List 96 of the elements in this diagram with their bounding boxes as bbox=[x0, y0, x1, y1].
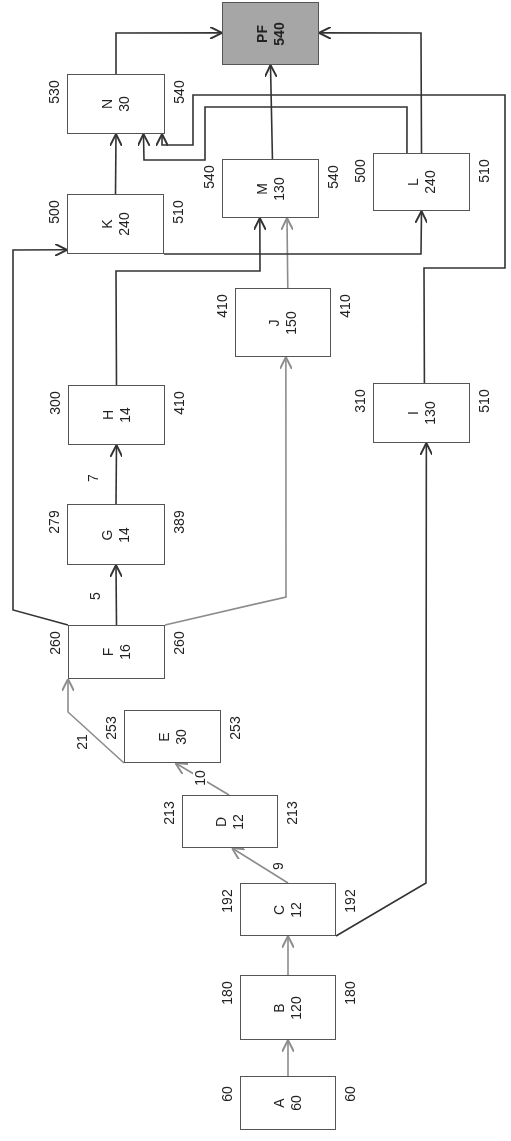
activity-label: E bbox=[155, 730, 173, 744]
time-label: 540 bbox=[202, 165, 216, 189]
activity-box bbox=[235, 288, 331, 357]
time-label: 253 bbox=[104, 716, 118, 740]
activity-box bbox=[68, 625, 165, 679]
arrow bbox=[230, 847, 289, 884]
duration-label: 14 bbox=[116, 407, 134, 423]
arrow bbox=[281, 935, 295, 976]
time-label: 410 bbox=[215, 294, 229, 318]
arrow bbox=[109, 564, 124, 626]
activity-box bbox=[240, 1076, 336, 1130]
duration-label: 12 bbox=[288, 901, 305, 918]
arrow bbox=[281, 1039, 295, 1077]
time-label: 213 bbox=[285, 801, 299, 825]
arrow bbox=[163, 210, 429, 255]
activity-label: N bbox=[99, 97, 116, 112]
duration-label: 120 bbox=[288, 995, 305, 1020]
arrow bbox=[318, 25, 423, 154]
duration-label: 14 bbox=[116, 526, 133, 543]
time-label: 510 bbox=[171, 200, 185, 224]
time-label: 192 bbox=[343, 889, 357, 913]
edge-label: 9 bbox=[271, 861, 285, 871]
duration-label: 12 bbox=[230, 813, 247, 830]
time-label: 180 bbox=[343, 981, 357, 1005]
arrow bbox=[115, 25, 223, 75]
edge-label: 10 bbox=[193, 769, 207, 787]
time-label: 279 bbox=[47, 510, 61, 534]
time-label: 180 bbox=[220, 981, 234, 1005]
duration-label: 150 bbox=[283, 310, 300, 335]
activity-box bbox=[67, 504, 165, 565]
activity-label: C bbox=[271, 903, 288, 917]
activity-label: A bbox=[271, 1097, 288, 1110]
arrow bbox=[164, 356, 293, 626]
arrow bbox=[136, 106, 408, 161]
activity-box bbox=[67, 74, 165, 134]
activity-box bbox=[373, 153, 470, 211]
arrow bbox=[109, 444, 124, 505]
arrow bbox=[61, 678, 125, 764]
duration-label: 30 bbox=[116, 96, 133, 112]
arrow bbox=[108, 133, 123, 195]
activity-label: D bbox=[213, 815, 230, 829]
time-label: 500 bbox=[47, 200, 61, 224]
activity-box bbox=[222, 159, 319, 218]
arrow bbox=[280, 217, 295, 289]
time-label: 60 bbox=[220, 1086, 234, 1102]
time-label: 540 bbox=[172, 80, 186, 104]
activity-label: F bbox=[99, 646, 117, 659]
edge-label: 5 bbox=[88, 591, 102, 601]
activity-box bbox=[373, 383, 470, 443]
time-label: 389 bbox=[172, 510, 186, 534]
activity-label: B bbox=[271, 1001, 288, 1015]
activity-box bbox=[67, 194, 164, 254]
activity-label: G bbox=[99, 528, 116, 542]
time-label: 500 bbox=[353, 159, 367, 183]
activity-box bbox=[240, 975, 336, 1040]
arrow bbox=[335, 442, 434, 937]
activity-box bbox=[124, 710, 221, 763]
activity-box bbox=[222, 2, 319, 65]
duration-label: 130 bbox=[421, 401, 439, 425]
duration-label: 16 bbox=[116, 644, 134, 660]
arrow bbox=[115, 217, 267, 386]
activity-box bbox=[182, 795, 278, 848]
time-label: 300 bbox=[48, 391, 62, 415]
time-label: 530 bbox=[47, 80, 61, 104]
time-label: 60 bbox=[343, 1086, 357, 1102]
duration-label: 240 bbox=[421, 170, 439, 194]
time-label: 510 bbox=[477, 389, 491, 413]
activity-label: PF bbox=[253, 23, 271, 45]
edge-label: 7 bbox=[86, 473, 100, 483]
activity-label: L bbox=[404, 177, 422, 188]
arrow bbox=[12, 242, 69, 626]
time-label: 410 bbox=[338, 294, 352, 318]
arrow bbox=[155, 94, 506, 384]
activity-label: J bbox=[266, 318, 283, 328]
time-label: 253 bbox=[228, 716, 242, 740]
activity-box bbox=[240, 883, 336, 936]
time-label: 510 bbox=[477, 159, 491, 183]
arrow bbox=[263, 64, 278, 160]
duration-label: 240 bbox=[115, 212, 133, 236]
activity-label: H bbox=[99, 408, 117, 423]
time-label: 260 bbox=[48, 631, 62, 655]
time-label: 192 bbox=[220, 889, 234, 913]
activity-box bbox=[68, 385, 165, 445]
duration-label: 540 bbox=[270, 21, 288, 46]
time-label: 310 bbox=[353, 389, 367, 413]
duration-label: 30 bbox=[172, 728, 190, 745]
time-label: 213 bbox=[162, 801, 176, 825]
activity-label: M bbox=[253, 181, 271, 197]
activity-label: I bbox=[404, 410, 422, 417]
time-label: 260 bbox=[172, 631, 186, 655]
duration-label: 60 bbox=[288, 1095, 305, 1111]
time-label: 540 bbox=[326, 165, 340, 189]
time-label: 410 bbox=[172, 391, 186, 415]
edge-label: 21 bbox=[75, 733, 89, 751]
activity-label: K bbox=[98, 218, 116, 231]
duration-label: 130 bbox=[270, 176, 288, 201]
